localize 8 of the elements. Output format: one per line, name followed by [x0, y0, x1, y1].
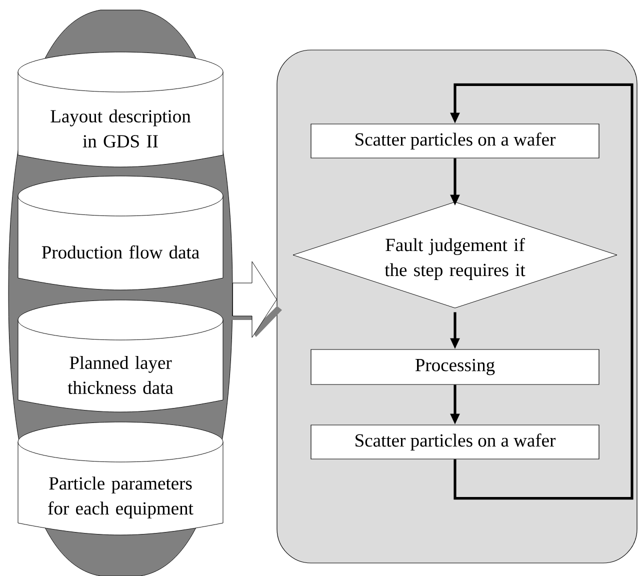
process-box: Processing	[310, 349, 600, 385]
process-box: Scatter particles on a wafer	[310, 124, 600, 158]
cylinder: Production flow data	[18, 176, 224, 290]
process-box: Scatter particles on a wafer	[310, 424, 600, 460]
block-arrow	[232, 261, 282, 338]
cylinder: Layout description in GDS II	[18, 52, 224, 168]
cylinder: Planned layer thickness data	[18, 300, 224, 412]
cylinder: Particle parameters for each equipment	[18, 422, 224, 536]
